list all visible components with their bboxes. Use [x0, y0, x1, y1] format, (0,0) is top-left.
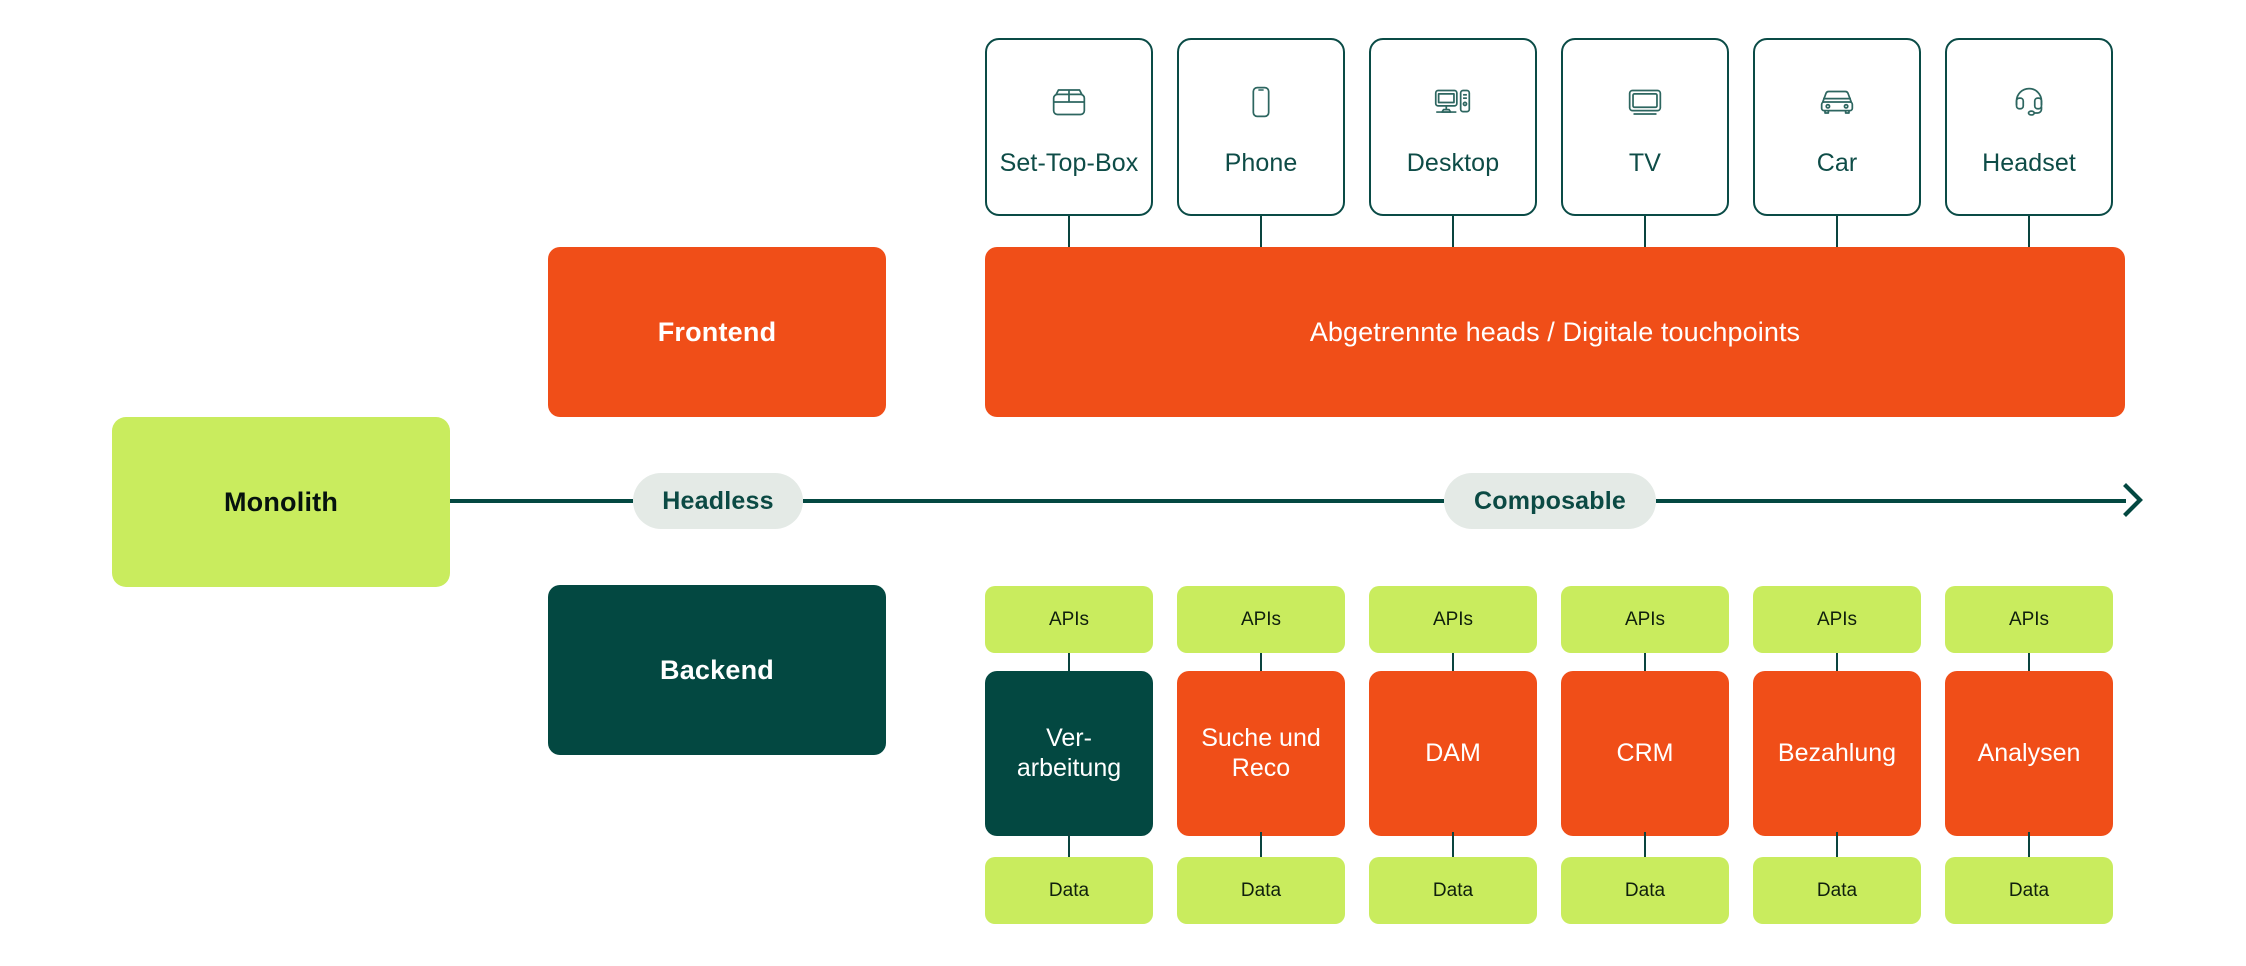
device-label: TV: [1628, 148, 1662, 177]
connector-line: [1260, 216, 1262, 247]
service-label: Analysen: [1977, 738, 2081, 767]
connector-line: [1836, 832, 1838, 860]
connector-line: [1068, 832, 1070, 860]
device-card-headset[interactable]: Headset: [1945, 38, 2113, 216]
api-box[interactable]: APIs: [1177, 586, 1345, 653]
data-label: Data: [1048, 879, 1090, 901]
connector-line: [2028, 832, 2030, 860]
device-label: Headset: [1982, 148, 2076, 177]
frontend-label: Frontend: [657, 316, 777, 347]
connector-line: [1068, 653, 1070, 675]
device-card-tv[interactable]: TV: [1561, 38, 1729, 216]
data-label: Data: [1432, 879, 1474, 901]
service-box-verarbeitung[interactable]: Ver-arbeitung: [985, 671, 1153, 836]
data-box[interactable]: Data: [1945, 857, 2113, 924]
service-label: DAM: [1425, 738, 1481, 767]
data-label: Data: [1816, 879, 1858, 901]
device-label: Phone: [1224, 148, 1298, 177]
api-label: APIs: [2008, 608, 2050, 630]
connector-line: [1452, 653, 1454, 675]
timeline-segment-right: [1656, 499, 2126, 503]
data-box[interactable]: Data: [1561, 857, 1729, 924]
service-box-dam[interactable]: DAM: [1369, 671, 1537, 836]
service-label: Ver-arbeitung: [1016, 724, 1122, 782]
device-label: Desktop: [1406, 148, 1500, 177]
composable-label: Composable: [1473, 486, 1627, 515]
frontend-layer-block[interactable]: Frontend: [548, 247, 886, 417]
arrow-right-icon: [2108, 478, 2152, 527]
device-card-set-top-box[interactable]: Set-Top-Box: [985, 38, 1153, 216]
headless-pill[interactable]: Headless: [633, 473, 803, 529]
connector-line: [1644, 653, 1646, 675]
api-label: APIs: [1816, 608, 1858, 630]
api-label: APIs: [1048, 608, 1090, 630]
headset-icon: [2006, 79, 2052, 125]
data-box[interactable]: Data: [1177, 857, 1345, 924]
headless-label: Headless: [662, 486, 774, 515]
api-box[interactable]: APIs: [985, 586, 1153, 653]
monolith-label: Monolith: [223, 486, 339, 517]
timeline-segment-middle: [803, 499, 1444, 503]
data-box[interactable]: Data: [1753, 857, 1921, 924]
connector-line: [1644, 216, 1646, 247]
service-box-analysen[interactable]: Analysen: [1945, 671, 2113, 836]
api-label: APIs: [1624, 608, 1666, 630]
connector-line: [1836, 653, 1838, 675]
api-box[interactable]: APIs: [1561, 586, 1729, 653]
set-top-box-icon: [1046, 79, 1092, 125]
connector-line: [2028, 216, 2030, 247]
connector-line: [1644, 832, 1646, 860]
data-box[interactable]: Data: [1369, 857, 1537, 924]
data-box[interactable]: Data: [985, 857, 1153, 924]
connector-line: [1068, 216, 1070, 247]
connector-line: [1836, 216, 1838, 247]
decoupled-heads-banner[interactable]: Abgetrennte heads / Digitale touchpoints: [985, 247, 2125, 417]
api-box[interactable]: APIs: [1945, 586, 2113, 653]
connector-line: [1452, 832, 1454, 860]
backend-layer-block[interactable]: Backend: [548, 585, 886, 755]
connector-line: [2028, 653, 2030, 675]
service-box-bezahlung[interactable]: Bezahlung: [1753, 671, 1921, 836]
api-box[interactable]: APIs: [1753, 586, 1921, 653]
service-box-crm[interactable]: CRM: [1561, 671, 1729, 836]
device-label: Car: [1816, 148, 1858, 177]
device-label: Set-Top-Box: [999, 148, 1139, 177]
phone-icon: [1238, 79, 1284, 125]
decoupled-heads-label: Abgetrennte heads / Digitale touchpoints: [1309, 316, 1801, 347]
data-label: Data: [1624, 879, 1666, 901]
api-box[interactable]: APIs: [1369, 586, 1537, 653]
timeline-segment-left: [450, 499, 633, 503]
desktop-icon: [1430, 79, 1476, 125]
device-card-car[interactable]: Car: [1753, 38, 1921, 216]
connector-line: [1452, 216, 1454, 247]
car-icon: [1814, 79, 1860, 125]
data-label: Data: [2008, 879, 2050, 901]
connector-line: [1260, 653, 1262, 675]
service-label: Bezahlung: [1777, 738, 1897, 767]
device-card-phone[interactable]: Phone: [1177, 38, 1345, 216]
api-label: APIs: [1432, 608, 1474, 630]
tv-icon: [1622, 79, 1668, 125]
monolith-block[interactable]: Monolith: [112, 417, 450, 587]
composable-pill[interactable]: Composable: [1444, 473, 1656, 529]
backend-label: Backend: [660, 654, 774, 685]
service-label: CRM: [1616, 738, 1674, 767]
connector-line: [1260, 832, 1262, 860]
api-label: APIs: [1240, 608, 1282, 630]
device-card-desktop[interactable]: Desktop: [1369, 38, 1537, 216]
data-label: Data: [1240, 879, 1282, 901]
